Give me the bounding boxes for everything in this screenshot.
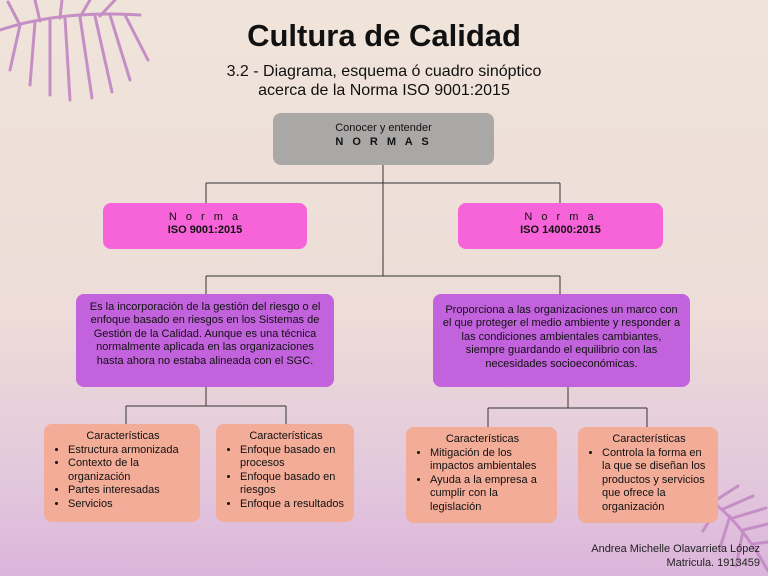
root-node-line-2: N O R M A S: [273, 135, 494, 149]
features-list: Mitigación de los impactos ambientales A…: [414, 447, 551, 515]
author-id: Matricula. 1913459: [591, 556, 760, 570]
description-iso-9001: Es la incorporación de la gestión del ri…: [76, 294, 334, 387]
features-list: Estructura armonizada Contexto de la org…: [52, 444, 194, 512]
description-iso-14000: Proporciona a las organizaciones un marc…: [433, 294, 690, 387]
norm-name: ISO 9001:2015: [103, 224, 307, 237]
root-node: Conocer y entender N O R M A S: [273, 113, 494, 165]
norm-name: ISO 14000:2015: [458, 224, 663, 237]
page-title: Cultura de Calidad: [0, 18, 768, 54]
subtitle-line-2: acerca de la Norma ISO 9001:2015: [150, 81, 618, 100]
features-box-2: Características Enfoque basado en proces…: [216, 424, 354, 522]
feature-item: Controla la forma en la que se diseñan l…: [602, 447, 712, 515]
feature-item: Estructura armonizada: [68, 444, 194, 458]
features-box-4: Características Controla la forma en la …: [578, 427, 718, 523]
feature-item: Mitigación de los impactos ambientales: [430, 447, 551, 474]
features-heading: Características: [586, 433, 712, 447]
feature-item: Contexto de la organización: [68, 457, 194, 484]
features-box-1: Características Estructura armonizada Co…: [44, 424, 200, 522]
author-name: Andrea Michelle Olavarrieta López: [591, 542, 760, 556]
features-heading: Características: [52, 430, 194, 444]
features-heading: Características: [224, 430, 348, 444]
feature-item: Enfoque basado en procesos: [240, 444, 348, 471]
norm-node-iso-14000: N o r m a ISO 14000:2015: [458, 203, 663, 249]
features-list: Controla la forma en la que se diseñan l…: [586, 447, 712, 515]
feature-item: Ayuda a la empresa a cumplir con la legi…: [430, 474, 551, 515]
feature-item: Partes interesadas: [68, 484, 194, 498]
features-heading: Características: [414, 433, 551, 447]
page-subtitle: 3.2 - Diagrama, esquema ó cuadro sinópti…: [150, 62, 618, 100]
feature-item: Enfoque a resultados: [240, 498, 348, 512]
root-node-line-1: Conocer y entender: [273, 121, 494, 135]
norm-label: N o r m a: [458, 211, 663, 224]
feature-item: Enfoque basado en riesgos: [240, 471, 348, 498]
norm-node-iso-9001: N o r m a ISO 9001:2015: [103, 203, 307, 249]
features-list: Enfoque basado en procesos Enfoque basad…: [224, 444, 348, 512]
subtitle-line-1: 3.2 - Diagrama, esquema ó cuadro sinópti…: [150, 62, 618, 81]
author-credit: Andrea Michelle Olavarrieta López Matric…: [591, 542, 760, 570]
feature-item: Servicios: [68, 498, 194, 512]
norm-label: N o r m a: [103, 211, 307, 224]
features-box-3: Características Mitigación de los impact…: [406, 427, 557, 523]
